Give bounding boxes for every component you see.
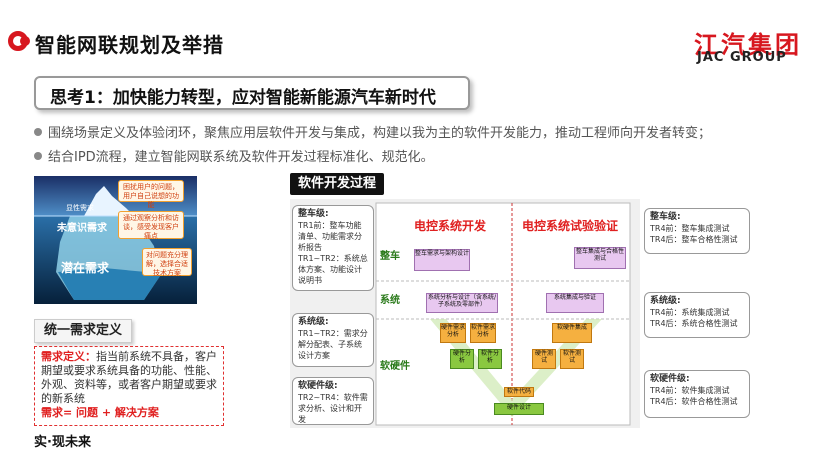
- software-process-title: 软件开发过程: [290, 173, 384, 195]
- dev-vehicle-level: 整车级: TR1前：整车功能清单、功能需求分析报告 TR1~TR2：系统总体方案…: [292, 205, 374, 291]
- unified-requirement-label: 统一需求定义: [34, 319, 132, 343]
- bullet-2: 结合IPD流程，建立智能网联系统及软件开发过程标准化、规范化。: [48, 150, 434, 165]
- brand-logo-cn: 江汽集团: [694, 31, 802, 59]
- iceberg-callout-3: 对问题充分理解，选择合适技术方案: [142, 248, 192, 277]
- v-right-box: 整车集成与合格性测试: [574, 247, 626, 269]
- section-logo-dot-icon: [20, 36, 30, 46]
- col-head-verify: 电控系统试验验证: [522, 219, 619, 233]
- iceberg-layer-unaware: 未意识需求: [57, 223, 107, 234]
- level-swhw: 软硬件: [380, 361, 410, 372]
- v-left-box: 软件分析: [478, 349, 502, 369]
- v-right-box: 系统集成与验证: [546, 293, 604, 313]
- think-text: 思考1：加快能力转型，应对智能新能源汽车新时代: [50, 88, 436, 108]
- iceberg-callout-1: 困扰用户的问题，用户自己说想的功能: [118, 180, 184, 209]
- side-head: 整车级:: [298, 209, 329, 219]
- dev-swhw-level: 软硬件级: TR2~TR4：软件需求分析、设计和开发: [292, 377, 374, 425]
- iceberg-callout-2: 通过观察分析和访谈，感受发现客户痛点: [118, 211, 184, 240]
- verify-system-level: 系统级: TR4前：系统集成测试 TR4后：系统合格性测试: [644, 292, 750, 338]
- formula-text: = 问题 + 解决方案: [63, 406, 159, 419]
- side-head: 整车级:: [650, 212, 681, 222]
- v-bottom-box: 硬件设计: [494, 403, 544, 415]
- iceberg-layer-latent: 潜在需求: [60, 261, 109, 275]
- think-banner: 思考1：加快能力转型，应对智能新能源汽车新时代: [34, 76, 470, 110]
- v-left-box: 软件需求分析: [470, 323, 496, 343]
- v-right-box: 软件测试: [560, 349, 584, 369]
- formula-label: 需求: [41, 406, 63, 419]
- iceberg-layer-explicit: 显性需求: [66, 204, 94, 212]
- side-item: TR2~TR4：软件需求分析、设计和开发: [298, 393, 368, 424]
- bullet-icon: [34, 152, 42, 160]
- side-item: TR4前：软件集成测试: [650, 386, 730, 395]
- v-model-diagram: 电控系统开发 电控系统试验验证 整车 系统 软硬件 整车需求与架构设计 系统分析…: [290, 199, 640, 428]
- side-item: TR1~TR2：系统总体方案、功能设计说明书: [298, 254, 368, 285]
- col-head-dev: 电控系统开发: [414, 219, 487, 233]
- footer-slogan: 实·现未来: [34, 435, 91, 450]
- definition-label: 需求定义：: [41, 350, 96, 363]
- side-head: 软硬件级:: [650, 374, 690, 384]
- requirement-definition: 需求定义：指当前系统不具备，客户期望或要求系统具备的功能、性能、外观、资料等，或…: [34, 346, 224, 426]
- v-left-box: 整车需求与架构设计: [414, 249, 470, 271]
- v-right-box: 硬件测试: [532, 349, 556, 369]
- verify-swhw-level: 软硬件级: TR4前：软件集成测试 TR4后：软件合格性测试: [644, 370, 750, 418]
- page-title: 智能网联规划及举措: [35, 33, 224, 57]
- bullet-1: 围绕场景定义及体验闭环，聚焦应用层软件开发与集成，构建以我为主的软件开发能力，推…: [48, 126, 712, 141]
- side-item: TR4前：整车集成测试: [650, 224, 730, 233]
- v-left-box: 硬件需求分析: [440, 323, 466, 343]
- side-item: TR4后：系统合格性测试: [650, 319, 738, 328]
- verify-vehicle-level: 整车级: TR4前：整车集成测试 TR4后：整车合格性测试: [644, 208, 750, 254]
- v-right-box: 软硬件集成: [552, 323, 592, 343]
- level-system: 系统: [380, 295, 400, 306]
- v-left-box: 系统分析与设计（含系统/子系统及零部件）: [426, 293, 498, 313]
- side-head: 软硬件级:: [298, 381, 338, 391]
- dev-system-level: 系统级: TR1~TR2：需求分解分配表、子系统设计方案: [292, 313, 374, 367]
- v-left-box: 硬件分析: [450, 349, 474, 369]
- side-item: TR1~TR2：需求分解分配表、子系统设计方案: [298, 329, 368, 360]
- bullet-icon: [34, 128, 42, 136]
- brand-logo-en: JAC GROUP: [697, 50, 787, 65]
- v-bottom-box: 软件代码: [504, 387, 534, 397]
- side-item: TR4后：整车合格性测试: [650, 235, 738, 244]
- side-head: 系统级:: [298, 317, 329, 327]
- level-vehicle: 整车: [380, 251, 400, 262]
- side-item: TR4后：软件合格性测试: [650, 397, 738, 406]
- side-item: TR1前：整车功能清单、功能需求分析报告: [298, 221, 362, 252]
- side-item: TR4前：系统集成测试: [650, 308, 730, 317]
- definition-text: 指当前系统不具备，客户期望或要求系统具备的功能、性能、外观、资料等，或者客户期望…: [41, 350, 217, 405]
- side-head: 系统级:: [650, 296, 681, 306]
